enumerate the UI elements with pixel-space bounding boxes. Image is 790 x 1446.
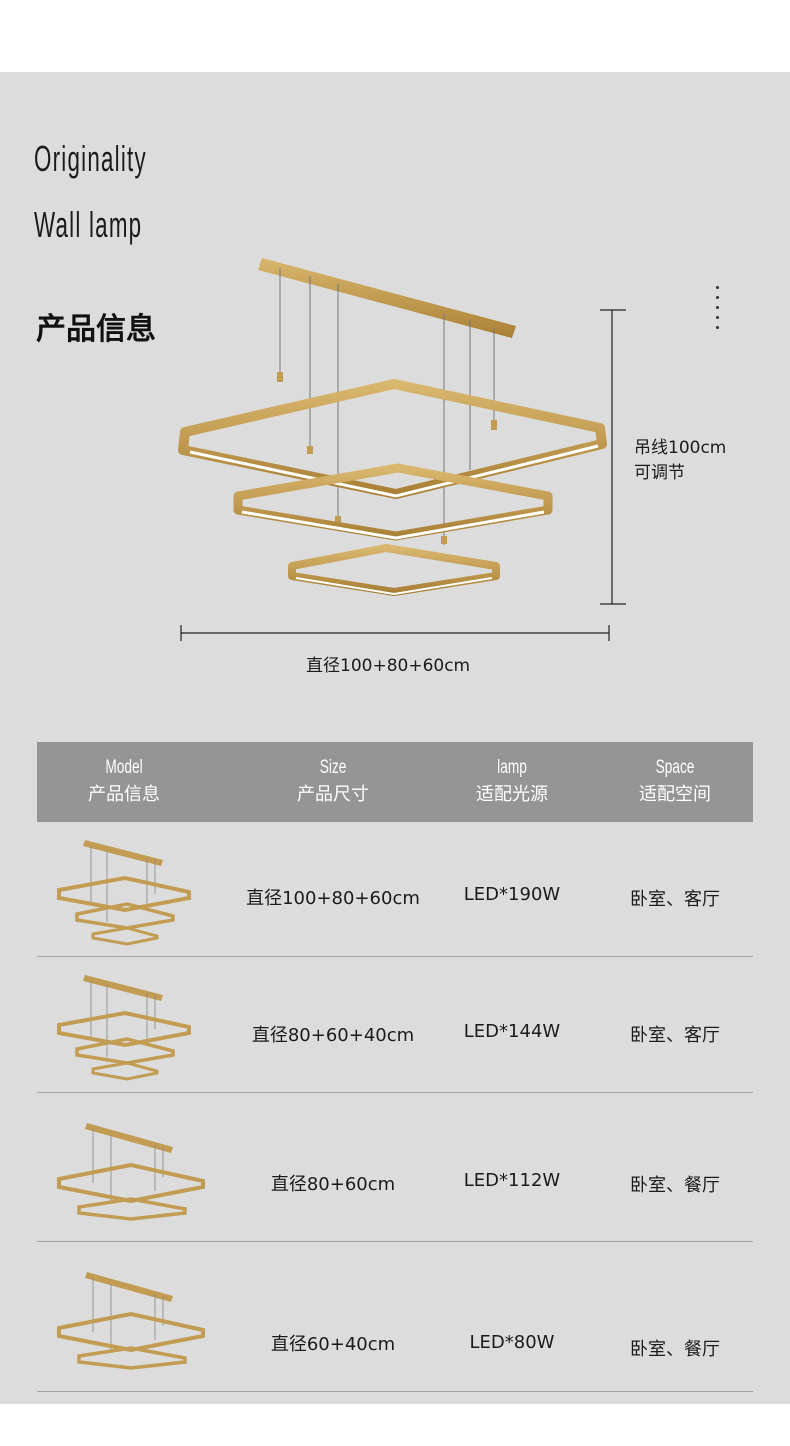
- header-lamp: lamp 适配光源: [476, 757, 548, 806]
- size-value: 直径100+80+60cm: [246, 888, 420, 909]
- row-divider: [37, 1391, 753, 1392]
- adjustable-label: 可调节: [634, 463, 685, 483]
- row-divider: [37, 1092, 753, 1093]
- product-thumbnail: [57, 975, 191, 1081]
- pendant-lamp-illustration: [178, 258, 626, 641]
- wire-connectors: [277, 372, 497, 544]
- lamp-value: LED*190W: [463, 884, 561, 905]
- product-thumbnail: [57, 1272, 205, 1370]
- size-value: 直径80+60+40cm: [251, 1025, 415, 1046]
- table-row: 直径80+60cm LED*112W 卧室、餐厅: [37, 1093, 753, 1242]
- small-ring: [288, 544, 500, 596]
- width-dimension-line: [180, 625, 610, 641]
- ceiling-bar: [258, 258, 516, 338]
- lamp-value: LED*144W: [463, 1021, 561, 1042]
- size-value: 直径80+60cm: [270, 1174, 396, 1195]
- lamp-value: LED*80W: [469, 1332, 555, 1353]
- table-row: 直径100+80+60cm LED*190W 卧室、客厅: [37, 822, 753, 957]
- size-value: 直径60+40cm: [270, 1334, 396, 1355]
- table-row: 直径60+40cm LED*80W 卧室、餐厅: [37, 1242, 753, 1392]
- section-heading: 产品信息: [36, 312, 156, 347]
- space-value: 卧室、客厅: [630, 1025, 720, 1046]
- row-divider: [37, 1241, 753, 1242]
- product-thumbnail: [57, 840, 191, 946]
- table-row: 直径80+60+40cm LED*144W 卧室、客厅: [37, 957, 753, 1093]
- header-space: Space 适配空间: [639, 757, 711, 806]
- height-dimension-line: [600, 309, 626, 605]
- header-model: Model 产品信息: [88, 757, 160, 806]
- title-line-2: Wall lamp: [34, 204, 143, 245]
- middle-ring: [233, 463, 553, 541]
- lamp-value: LED*112W: [463, 1170, 561, 1191]
- wire-length-label: 吊线100cm: [634, 438, 727, 458]
- space-value: 卧室、客厅: [630, 889, 720, 910]
- product-thumbnail: [57, 1123, 205, 1221]
- spec-table-header: Model 产品信息 Size 产品尺寸 lamp 适配光源 Space 适配空…: [37, 742, 753, 822]
- title-line-1: Originality: [34, 138, 147, 179]
- row-divider: [37, 956, 753, 957]
- vertical-dots-icon: [716, 286, 720, 340]
- diameter-label: 直径100+80+60cm: [306, 656, 471, 676]
- space-value: 卧室、餐厅: [630, 1339, 720, 1360]
- space-value: 卧室、餐厅: [630, 1175, 720, 1196]
- large-ring: [178, 379, 607, 499]
- header-size: Size 产品尺寸: [297, 757, 369, 806]
